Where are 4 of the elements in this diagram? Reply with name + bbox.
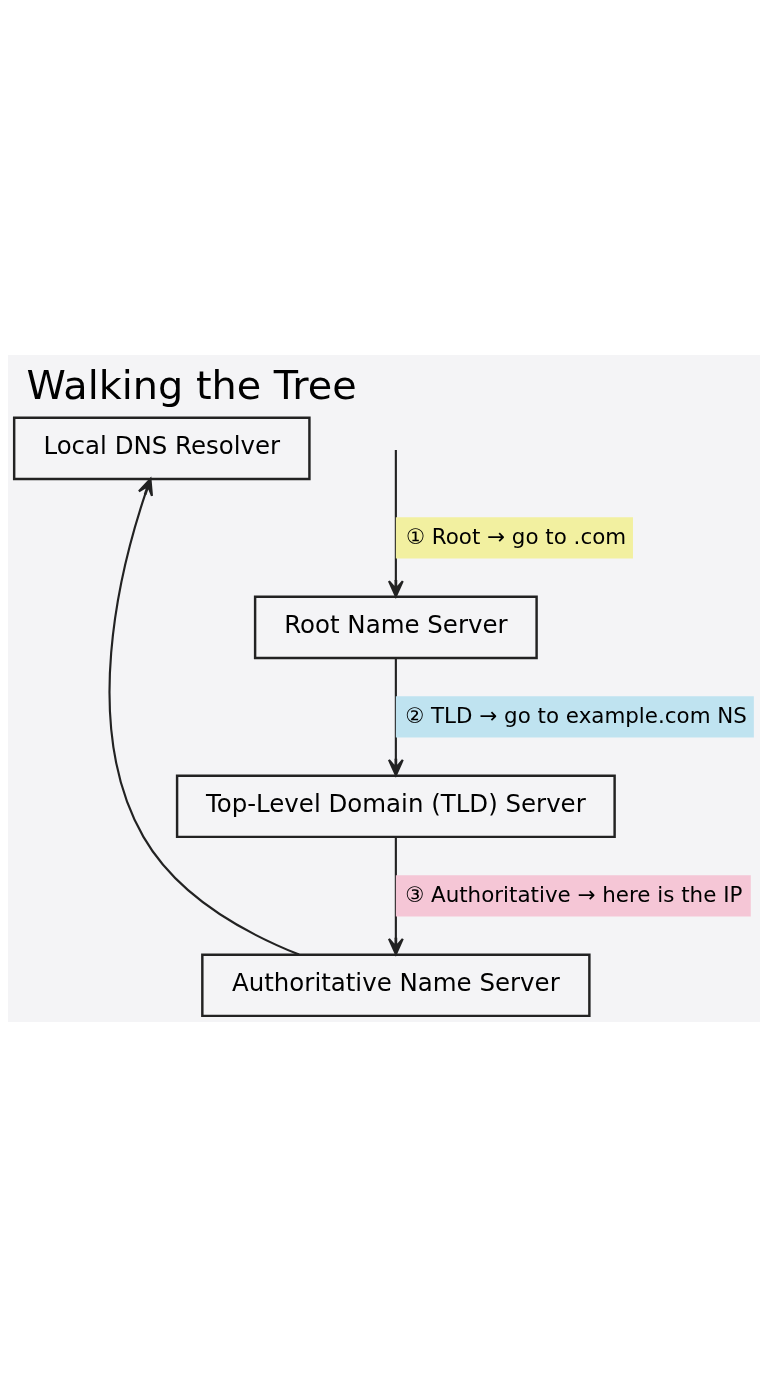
edge-label: ① Root → go to .com [405, 523, 627, 549]
edge-label: ③ Authoritative → here is the IP [405, 881, 743, 907]
edge-label: ② TLD → go to example.com NS [405, 702, 747, 728]
diagram-title: Walking the Tree [26, 361, 357, 408]
